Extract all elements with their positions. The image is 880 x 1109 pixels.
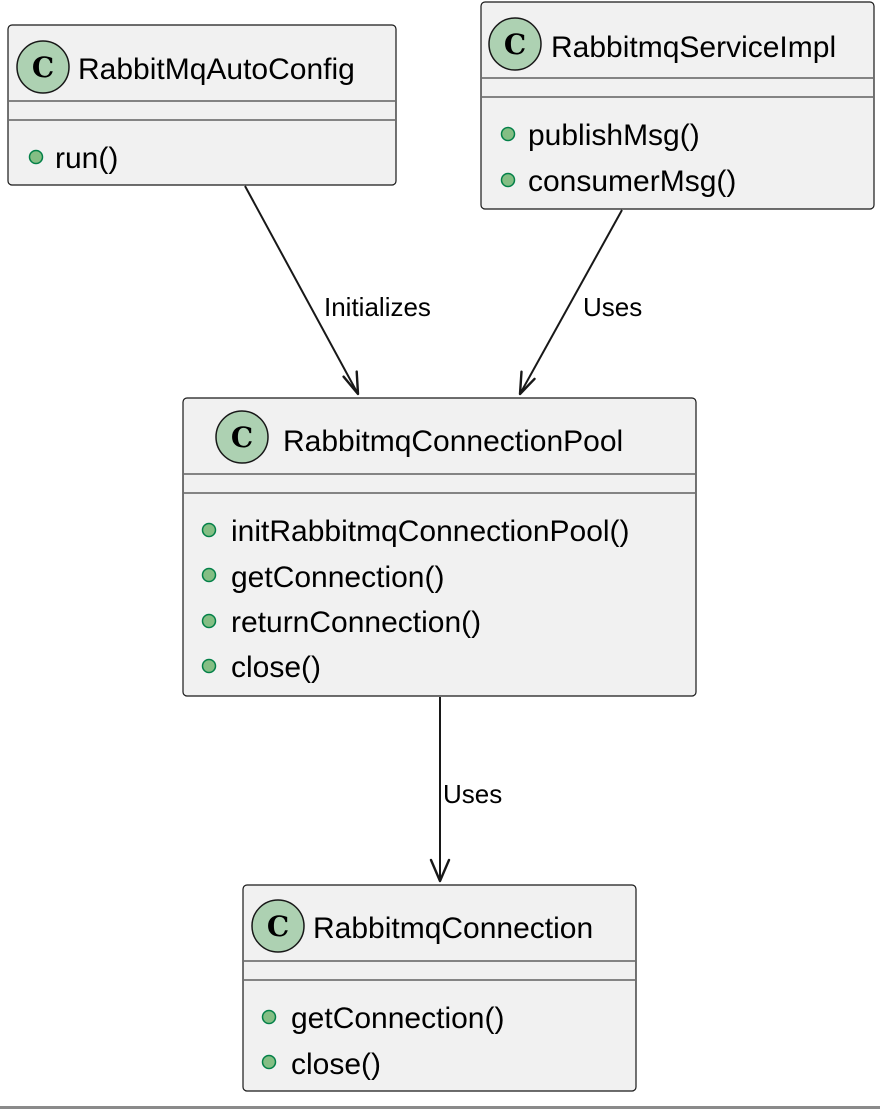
class-stereotype-letter: C (231, 421, 253, 454)
relation-initializes: Initializes (244, 185, 431, 396)
class-rabbitmqconnection[interactable]: C RabbitmqConnection getConnection() clo… (242, 884, 637, 1092)
public-method-icon (201, 567, 217, 583)
relation-uses-service: Uses (518, 209, 642, 396)
class-rabbitmqautoconfig[interactable]: C RabbitMqAutoConfig run() (7, 24, 397, 186)
public-method-icon (500, 126, 516, 142)
relation-label: Uses (583, 292, 642, 322)
public-method-icon (500, 172, 516, 188)
method-getconnection: getConnection() (231, 561, 444, 594)
method-consumermsg: consumerMsg() (528, 165, 736, 198)
relation-line (519, 209, 623, 395)
relation-line (244, 185, 359, 395)
class-box (480, 1, 875, 210)
public-method-icon (28, 149, 44, 165)
method-initrabbitmqconnectionpool: initRabbitmqConnectionPool() (231, 515, 630, 548)
method-run: run() (55, 142, 118, 175)
class-name: RabbitmqConnectionPool (283, 425, 623, 458)
class-stereotype-letter: C (504, 28, 526, 61)
arrowhead-icon (342, 370, 360, 396)
class-box (182, 397, 697, 697)
method-close: close() (291, 1048, 381, 1081)
class-stereotype-letter: C (267, 910, 289, 943)
class-rabbitmqserviceimpl[interactable]: C RabbitmqServiceImpl publishMsg() consu… (480, 1, 875, 210)
relation-label: Initializes (324, 292, 431, 322)
class-name: RabbitmqConnection (313, 912, 593, 945)
class-stereotype-icon (251, 899, 305, 953)
bottom-border (0, 1106, 880, 1109)
class-stereotype-letter: C (32, 51, 54, 84)
class-name: RabbitMqAutoConfig (78, 53, 355, 86)
public-method-icon (201, 613, 217, 629)
relation-label: Uses (443, 779, 502, 809)
public-method-icon (201, 522, 217, 538)
method-returnconnection: returnConnection() (231, 606, 481, 639)
relation-uses-pool: Uses (429, 697, 502, 883)
class-stereotype-icon (215, 410, 269, 464)
class-box (7, 24, 397, 186)
class-stereotype-icon (488, 17, 542, 71)
method-publishmsg: publishMsg() (528, 119, 700, 152)
method-getconnection: getConnection() (291, 1002, 504, 1035)
public-method-icon (261, 1009, 277, 1025)
public-method-icon (201, 658, 217, 674)
class-box (242, 884, 637, 1092)
class-stereotype-icon (16, 40, 70, 94)
arrowhead-icon (429, 858, 451, 883)
class-rabbitmqconnectionpool[interactable]: C RabbitmqConnectionPool initRabbitmqCon… (182, 397, 697, 697)
class-name: RabbitmqServiceImpl (551, 31, 836, 64)
public-method-icon (261, 1054, 277, 1070)
arrowhead-icon (518, 370, 536, 396)
method-close: close() (231, 651, 321, 684)
